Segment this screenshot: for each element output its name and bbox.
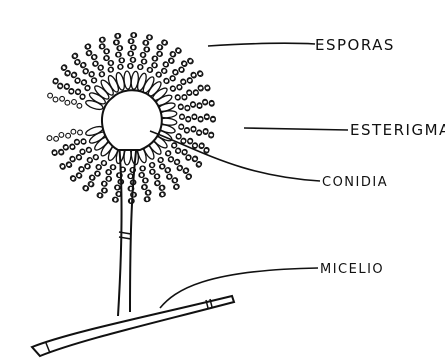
- mycelium: [32, 296, 234, 356]
- leader-esterigma: [244, 128, 348, 130]
- label-esporas: ESPORAS: [315, 37, 395, 53]
- leader-conidia: [150, 131, 320, 181]
- label-conidia: CONIDIA: [322, 175, 388, 191]
- spore: [53, 97, 58, 102]
- leader-micelio: [160, 268, 318, 308]
- spore: [71, 129, 76, 134]
- spore: [66, 133, 71, 138]
- spore: [48, 93, 53, 98]
- spore: [47, 136, 52, 141]
- spore: [78, 130, 83, 135]
- leader-lines: [150, 43, 348, 308]
- conidiophore-stalk: [118, 143, 137, 316]
- spore: [59, 133, 64, 138]
- spore: [60, 96, 65, 101]
- spore: [77, 103, 82, 108]
- spore: [54, 136, 59, 141]
- leader-esporas: [208, 43, 315, 46]
- spore: [65, 100, 70, 105]
- label-esterigma: ESTERIGMA: [350, 122, 445, 138]
- spore: [72, 100, 77, 105]
- vesicle: [102, 90, 162, 150]
- label-micelio: MICELIO: [320, 262, 384, 278]
